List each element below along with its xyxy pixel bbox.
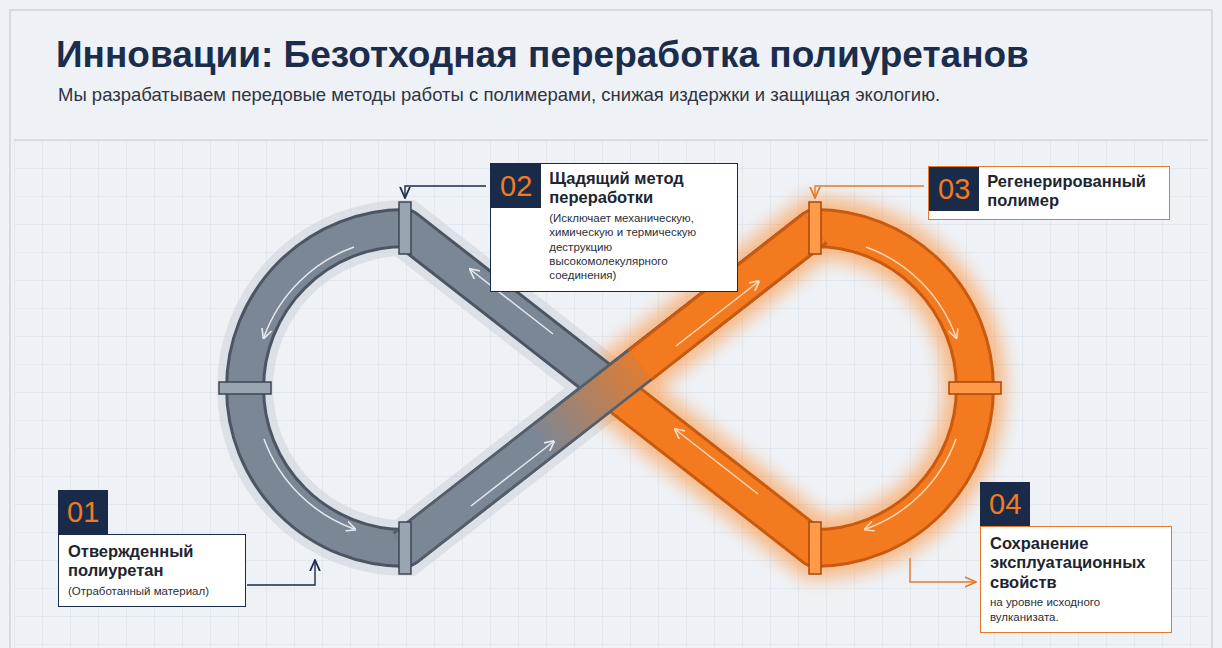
step-heading: Отвержденный полиуретан [68, 542, 236, 581]
diagram-title: Инновации: Безотходная переработка полиу… [56, 34, 1029, 76]
step-frame: Отвержденный полиуретан (Отработанный мат… [58, 534, 246, 607]
step-box: 01Отвержденный полиуретан (Отработанный м… [58, 490, 246, 607]
step-frame: 03Регенерированный полимер [928, 166, 1170, 220]
callout-number: 02 [491, 164, 541, 208]
callout-number: 01 [58, 490, 108, 534]
step-heading: Щадящий метод переработки [549, 169, 729, 208]
step-box: 02Щадящий метод переработки(Исключает ме… [490, 163, 738, 292]
step-text: Регенерированный полимер [979, 167, 1169, 219]
callout-number: 04 [980, 482, 1030, 526]
step-heading: Сохранение эксплуатационных свойств [990, 534, 1162, 592]
step-frame: Сохранение эксплуатационных свойств на ур… [980, 526, 1172, 633]
step-note: (Отработанный материал) [68, 584, 236, 598]
step-box: 03Регенерированный полимер [928, 166, 1170, 220]
step-note: на уровне исходного вулканизата. [990, 595, 1162, 624]
diagram-subtitle: Мы разрабатываем передовые методы работы… [58, 84, 940, 106]
step-frame: 02Щадящий метод переработки(Исключает ме… [490, 163, 738, 292]
step-box: 04Сохранение эксплуатационных свойств на … [980, 482, 1172, 633]
step-text: Щадящий метод переработки(Исключает меха… [541, 164, 737, 291]
step-note: (Исключает механическую, химическую и те… [549, 211, 729, 283]
callout-number: 03 [929, 167, 979, 211]
step-heading: Регенерированный полимер [987, 172, 1161, 211]
